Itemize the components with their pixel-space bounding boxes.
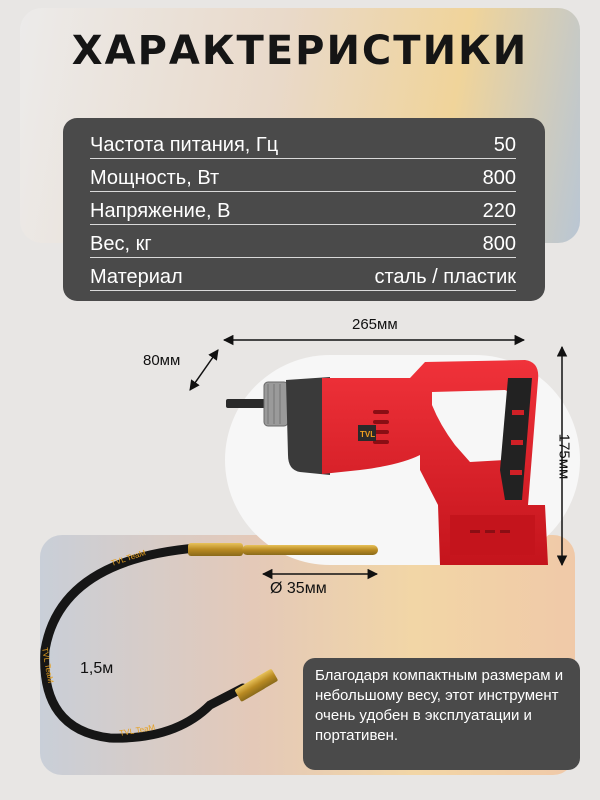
- spec-value: сталь / пластик: [374, 266, 516, 288]
- spec-label: Материал: [90, 266, 183, 288]
- tool-shaft: [226, 399, 274, 408]
- info-text-box: Благодаря компактным размерам и небольшо…: [303, 658, 580, 770]
- spec-label: Частота питания, Гц: [90, 134, 279, 156]
- spec-label: Вес, кг: [90, 233, 152, 255]
- tool-grip: [500, 378, 532, 500]
- diameter-dimension-label: Ø 35мм: [270, 580, 327, 597]
- spec-row-material: Материал сталь / пластик: [90, 258, 516, 291]
- width-dimension-label: 265мм: [352, 316, 398, 333]
- spec-value: 800: [482, 167, 516, 189]
- depth-dimension-arrow: [189, 349, 219, 391]
- depth-dimension-label: 80мм: [143, 352, 181, 369]
- page-title: ХАРАКТЕРИСТИКИ: [71, 28, 529, 74]
- spec-value: 800: [482, 233, 516, 255]
- spec-row-voltage: Напряжение, В 220: [90, 192, 516, 225]
- spec-row-power: Мощность, Вт 800: [90, 159, 516, 192]
- vibrator-needle: [242, 545, 378, 555]
- hose-end-fitting: [235, 676, 265, 702]
- spec-row-frequency: Частота питания, Гц 50: [90, 126, 516, 159]
- spec-label: Мощность, Вт: [90, 167, 220, 189]
- brand-logo: [358, 425, 376, 441]
- height-dimension-label: 175мм: [555, 433, 573, 480]
- motor-housing: [286, 377, 330, 475]
- spec-row-weight: Вес, кг 800: [90, 225, 516, 258]
- specs-table: Частота питания, Гц 50 Мощность, Вт 800 …: [63, 118, 545, 301]
- hose-length-label: 1,5м: [80, 660, 114, 677]
- spec-label: Напряжение, В: [90, 200, 231, 222]
- hose-coupling: [188, 543, 243, 556]
- svg-text:TVL: TVL: [360, 430, 375, 439]
- spec-value: 220: [482, 200, 516, 222]
- spec-value: 50: [493, 134, 516, 156]
- vibration-hose: [40, 543, 248, 743]
